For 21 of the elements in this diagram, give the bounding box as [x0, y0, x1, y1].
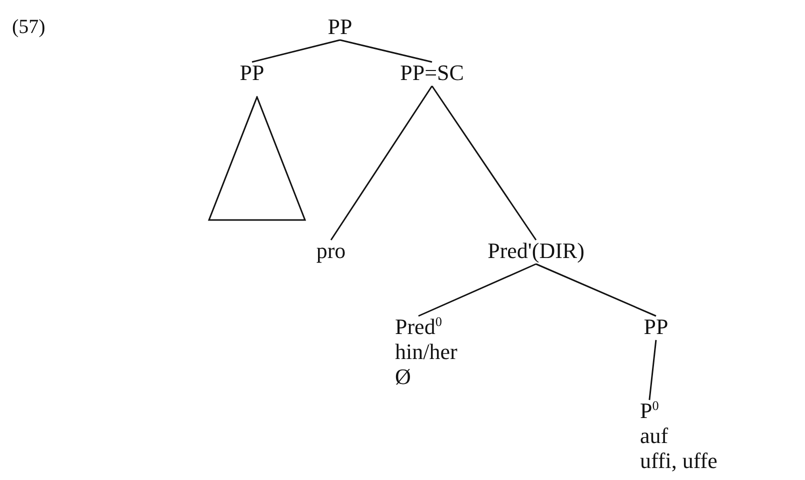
example-number: (57) [12, 16, 46, 39]
tree-label: PP [328, 14, 352, 39]
tree-label: PP [240, 60, 264, 85]
tree-branch [340, 39, 432, 63]
tree-label: Pred'(DIR) [488, 238, 584, 263]
tree-branch [418, 263, 536, 317]
triangle-shape [208, 96, 306, 221]
tree-branch [648, 340, 657, 400]
tree-branch [330, 86, 433, 240]
tree-label: Pred$^{0}$ [395, 314, 442, 339]
tree-branch [431, 86, 537, 240]
tree-label: PP [644, 314, 668, 339]
tree-branch [536, 263, 656, 317]
tree-label: auf [640, 423, 668, 448]
tree-label: uffi, uffe [640, 448, 718, 473]
tree-label: pro [316, 238, 346, 263]
tree-branch [252, 39, 340, 63]
tree-label: hin/her [395, 339, 458, 364]
tree-label: PP=SC [400, 60, 464, 85]
tree-label: P$^{0}$ [640, 398, 659, 423]
tree-label: Ø [395, 364, 411, 389]
